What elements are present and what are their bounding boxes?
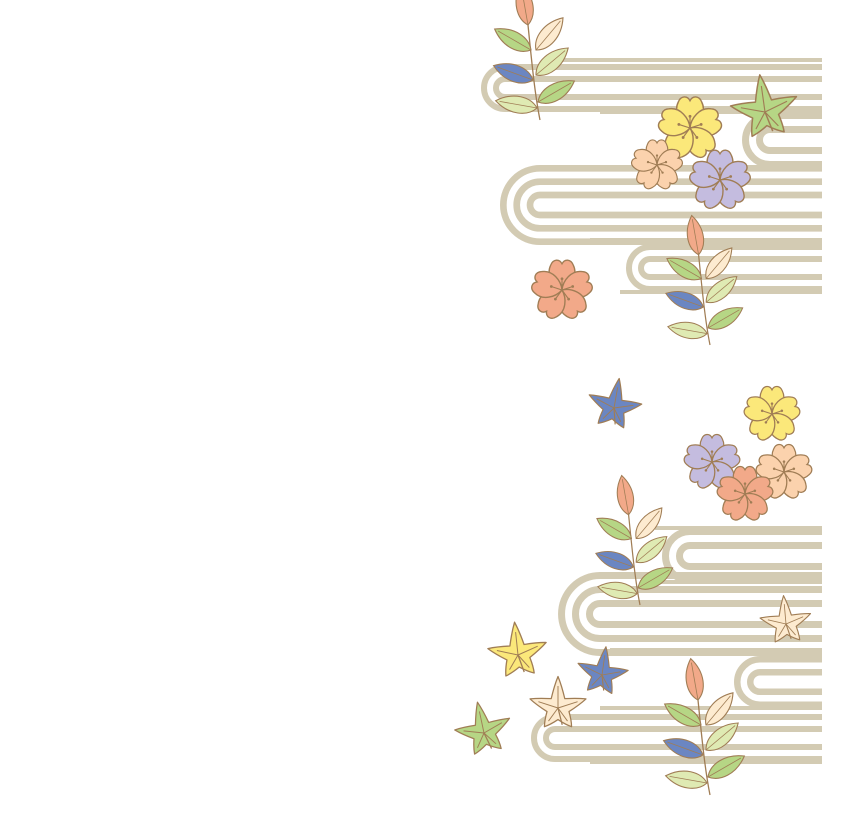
maple-cream-bottom xyxy=(529,675,587,728)
maple-blue-middle xyxy=(588,377,643,429)
wave-pattern xyxy=(481,58,822,764)
leaf-sprig-bottom xyxy=(659,656,750,796)
maple-green-bottom xyxy=(454,701,511,755)
sakura-salmon-middle xyxy=(528,259,596,323)
sakura-yellow-right xyxy=(741,385,803,444)
sakura-peach-top xyxy=(629,139,685,193)
maple-green-top xyxy=(729,74,798,138)
sakura-salmon-right xyxy=(714,465,776,524)
leaf-sprig-top xyxy=(489,0,580,121)
maple-yellow-bottom xyxy=(487,621,547,677)
sakura-peach-right xyxy=(753,443,815,502)
sakura-lavender-right xyxy=(681,433,743,492)
leaf-sprig-lower xyxy=(592,473,678,606)
maple-cream-right xyxy=(759,595,812,643)
sakura-yellow-top xyxy=(655,96,725,162)
sakura-lavender-top xyxy=(686,149,754,213)
maple-blue-bottom xyxy=(577,646,629,695)
leaf-sprig-middle xyxy=(662,213,748,346)
